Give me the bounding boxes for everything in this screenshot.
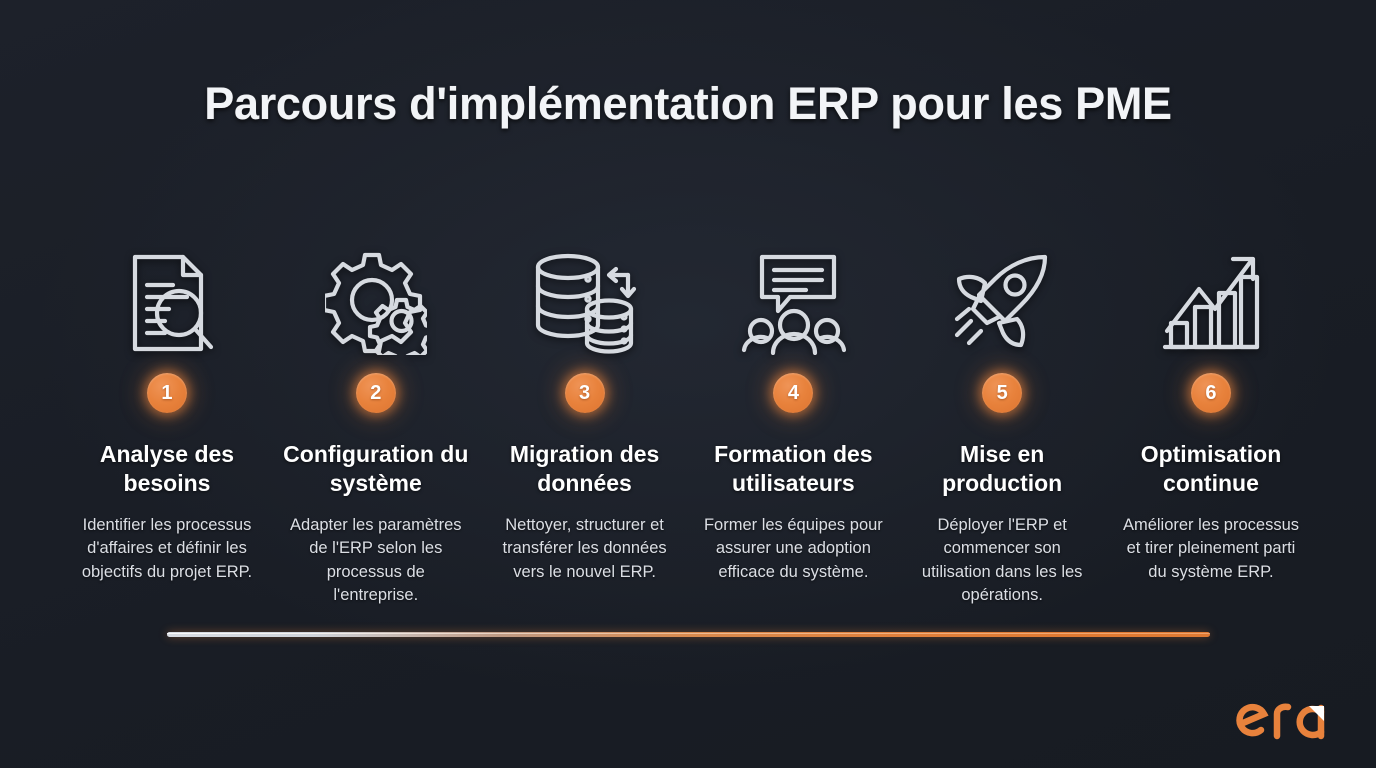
timeline-step-1[interactable]: 1 Analyse des besoins Identifier les pro… xyxy=(63,230,272,608)
timeline-step-2[interactable]: 2 Configuration du système Adapter les p… xyxy=(271,230,480,608)
step-node-4[interactable]: 4 xyxy=(773,368,814,418)
timeline-connector-highlight xyxy=(167,633,1210,634)
step-node-5[interactable]: 5 xyxy=(982,368,1023,418)
growth-chart-icon xyxy=(1159,238,1263,368)
step-title-1: Analyse des besoins xyxy=(99,441,235,497)
step-description-5: Déployer l'ERP et commencer son utilisat… xyxy=(921,515,1083,605)
step-number-5: 5 xyxy=(982,373,1023,413)
step-description-3: Nettoyer, structurer et transférer les d… xyxy=(502,515,667,581)
step-node-3[interactable]: 3 xyxy=(564,368,605,418)
timeline-step-6[interactable]: 6 Optimisation continue Améliorer les pr… xyxy=(1107,230,1316,608)
step-description-2: Adapter les paramètres de l'ERP selon le… xyxy=(290,515,462,605)
step-title-4: Formation des utilisateurs xyxy=(714,441,873,497)
timeline-step-3[interactable]: 3 Migration des données Nettoyer, struct… xyxy=(480,230,689,608)
step-description-6: Améliorer les processus et tirer pleinem… xyxy=(1122,515,1299,581)
gears-icon xyxy=(325,238,427,368)
database-transfer-icon xyxy=(532,238,638,368)
page-title-container: Parcours d'implémentation ERP pour les P… xyxy=(0,78,1376,130)
users-chat-icon xyxy=(740,238,846,368)
step-title-2: Configuration du système xyxy=(283,441,469,497)
step-title-5: Mise en production xyxy=(942,441,1063,497)
rocket-icon xyxy=(949,238,1055,368)
step-number-4: 4 xyxy=(773,373,814,413)
era-logo[interactable] xyxy=(1234,692,1330,744)
timeline-step-4[interactable]: 4 Formation des utilisateurs Former les … xyxy=(689,230,898,608)
timeline-connector-line xyxy=(167,632,1210,637)
step-node-6[interactable]: 6 xyxy=(1190,368,1231,418)
step-node-2[interactable]: 2 xyxy=(355,368,396,418)
document-search-icon xyxy=(117,238,217,368)
step-title-3: Migration des données xyxy=(509,441,660,497)
step-number-2: 2 xyxy=(355,373,396,413)
timeline-steps: 1 Analyse des besoins Identifier les pro… xyxy=(0,230,1376,608)
timeline-step-5[interactable]: 5 Mise en production Déployer l'ERP et c… xyxy=(898,230,1107,608)
step-number-1: 1 xyxy=(146,373,187,413)
step-number-6: 6 xyxy=(1190,373,1231,413)
page-title: Parcours d'implémentation ERP pour les P… xyxy=(204,78,1172,129)
step-number-3: 3 xyxy=(564,373,605,413)
step-node-1[interactable]: 1 xyxy=(146,368,187,418)
timeline: 1 Analyse des besoins Identifier les pro… xyxy=(0,230,1376,670)
step-title-6: Optimisation continue xyxy=(1140,441,1282,497)
step-description-4: Former les équipes pour assurer une adop… xyxy=(703,515,883,581)
step-description-1: Identifier les processus d'affaires et d… xyxy=(81,515,253,581)
